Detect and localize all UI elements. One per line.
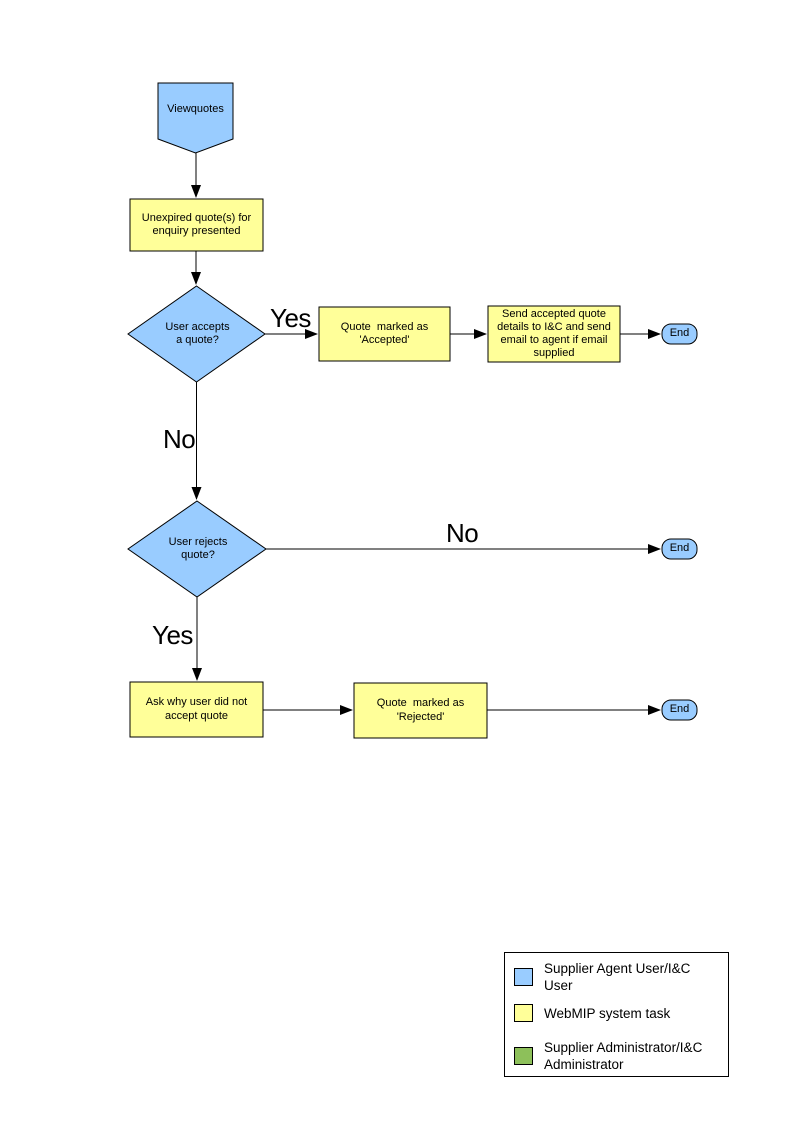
legend-item-supplier-administrator: Supplier Administrator/I&C Administrator <box>514 1038 722 1074</box>
unexpired-shape <box>129 198 264 252</box>
legend-box: Supplier Agent User/I&C User WebMIP syst… <box>504 952 729 1077</box>
end-not-rejected-shape <box>661 538 698 560</box>
start-shape <box>157 82 234 154</box>
legend-swatch-user <box>514 968 533 986</box>
send-details-shape <box>487 305 621 363</box>
rejects-decision-shape <box>127 500 267 598</box>
legend-label-system-task: WebMIP system task <box>544 1005 671 1021</box>
accepts-decision-shape <box>127 285 266 383</box>
legend-swatch-system-task <box>514 1004 533 1022</box>
legend-item-supplier-agent-user: Supplier Agent User/I&C User <box>514 961 722 993</box>
legend-item-webmip-system-task: WebMIP system task <box>514 1003 722 1023</box>
ask-why-shape <box>129 681 264 738</box>
legend-label-user: Supplier Agent User/I&C User <box>544 961 691 993</box>
marked-rejected-shape <box>353 682 488 739</box>
end-accepted-shape <box>661 323 698 345</box>
legend-swatch-administrator <box>514 1047 533 1065</box>
legend-label-administrator: Supplier Administrator/I&C Administrator <box>544 1040 703 1072</box>
marked-accepted-shape <box>318 306 451 362</box>
end-rejected-shape <box>661 699 698 721</box>
